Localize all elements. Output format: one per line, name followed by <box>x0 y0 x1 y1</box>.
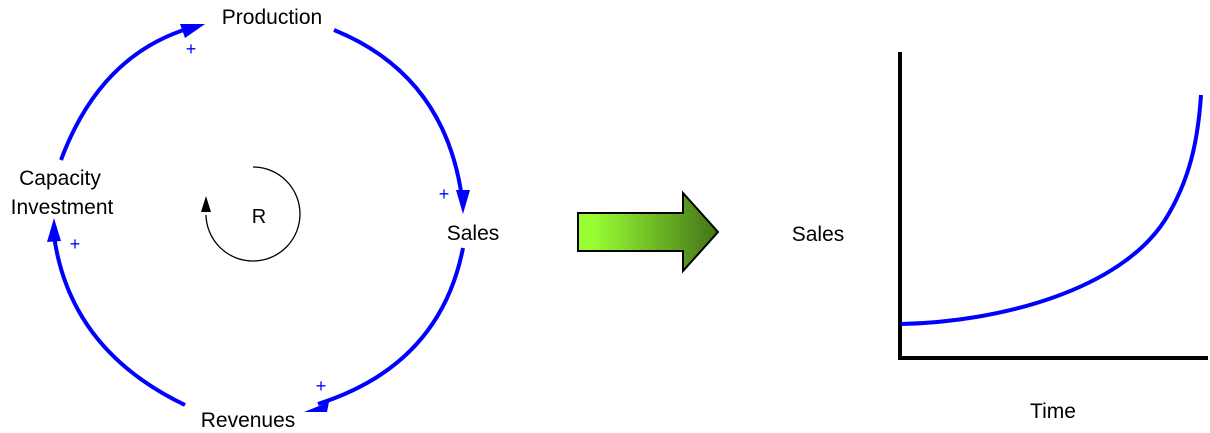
node-production: Production <box>222 6 322 29</box>
arrowhead-icon <box>456 190 470 214</box>
arrowhead-icon <box>304 402 329 412</box>
exponential-growth-curve <box>900 94 1203 326</box>
loop-arrowhead-icon <box>201 196 211 212</box>
arrowhead-icon <box>47 218 61 242</box>
node-capacity-investment-line1: Capacity <box>19 167 101 190</box>
link-production-to-sales <box>333 28 464 199</box>
link-sales-to-revenues <box>317 247 465 406</box>
loop-direction-arc <box>205 166 301 262</box>
polarity-sign: + <box>316 376 327 396</box>
node-capacity-investment-line2: Investment <box>11 196 114 219</box>
graph-y-label: Sales <box>792 223 845 246</box>
node-revenues: Revenues <box>201 409 296 432</box>
node-sales: Sales <box>447 222 500 245</box>
loop-label: R <box>252 206 266 228</box>
polarity-sign: + <box>439 184 450 204</box>
polarity-sign: + <box>186 39 197 59</box>
arrowhead-icon <box>180 24 205 38</box>
graph-x-label: Time <box>1030 400 1076 423</box>
link-capacity-to-production <box>59 26 191 161</box>
link-revenues-to-capacity <box>52 235 186 407</box>
right-arrow-icon <box>577 190 720 274</box>
polarity-sign: + <box>70 234 81 254</box>
